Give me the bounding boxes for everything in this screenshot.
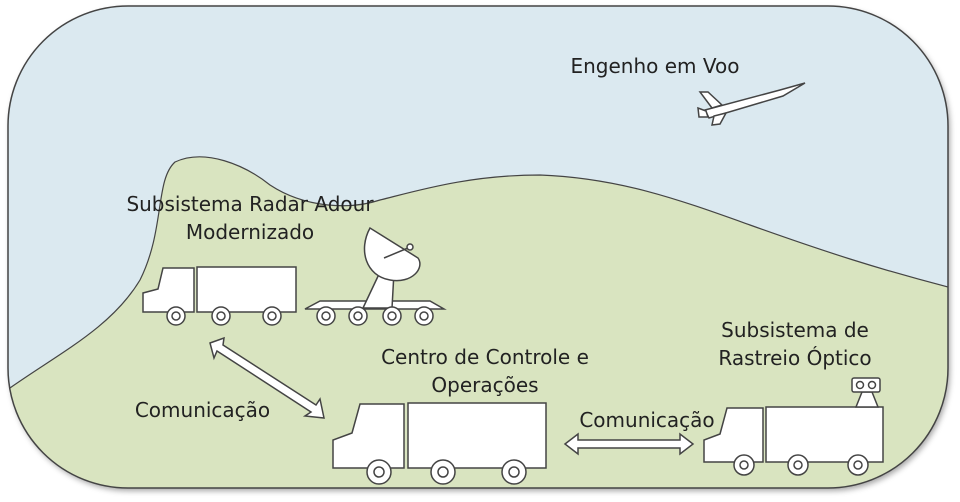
label-control-center: Centro de Controle e Operações <box>340 343 630 399</box>
label-optical-line2: Rastreio Óptico <box>718 346 872 370</box>
missile-icon <box>697 82 806 126</box>
label-optical-line1: Subsistema de <box>721 318 869 342</box>
label-center-line1: Centro de Controle e <box>381 345 589 369</box>
label-communication-left: Comunicação <box>134 398 271 422</box>
label-center-line2: Operações <box>431 373 539 397</box>
radar-dish-trailer-icon <box>304 226 447 326</box>
label-optical-subsystem: Subsistema de Rastreio Óptico <box>690 316 900 372</box>
optical-tracking-truck-icon <box>703 406 884 476</box>
control-center-truck-icon <box>332 402 547 485</box>
frame-outline <box>7 5 949 489</box>
optical-camera-icon <box>851 377 881 408</box>
label-radar-line2: Modernizado <box>185 220 315 244</box>
label-flight-vehicle: Engenho em Voo <box>570 54 740 78</box>
label-radar-line1: Subsistema Radar Adour <box>126 192 374 216</box>
communication-arrow-left <box>209 336 325 419</box>
radar-truck-icon <box>142 266 297 326</box>
label-radar-subsystem: Subsistema Radar Adour Modernizado <box>95 190 405 246</box>
ground-hill <box>8 156 948 488</box>
communication-arrow-right <box>563 432 695 456</box>
label-communication-right: Comunicação <box>579 408 715 432</box>
